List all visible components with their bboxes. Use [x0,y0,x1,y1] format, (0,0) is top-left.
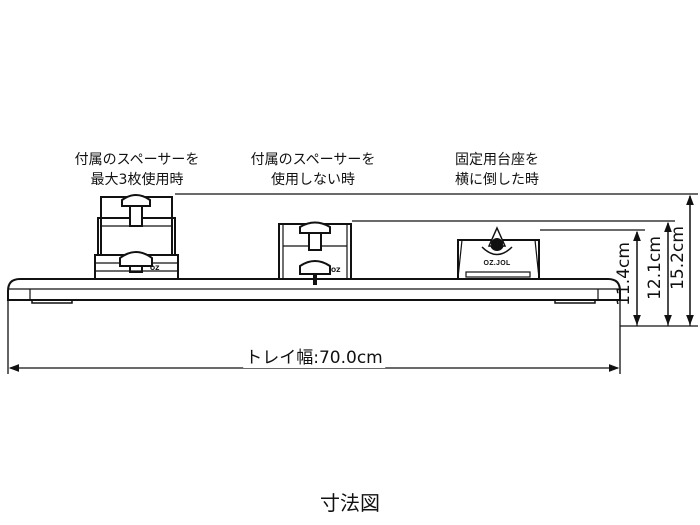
product-marking: OZ.JOL [483,260,511,267]
height-high-label: 15.2cm [668,226,688,290]
height-low-label: 11.4cm [614,242,634,306]
label-line: 付属のスペーサーを [250,152,376,168]
label-line: 使用しない時 [271,172,355,188]
label-line: 横に倒した時 [455,172,539,188]
stand-with-spacers: OZ [94,194,179,280]
label-without-spacers: 付属のスペーサーを 使用しない時 [251,150,376,190]
label-with-spacers: 付属のスペーサーを 最大3枚使用時 [75,150,200,190]
label-line: 最大3枚使用時 [90,172,184,188]
diagram-caption: 寸法図 [320,491,380,515]
label-laid-down: 固定用台座を 横に倒した時 [455,150,539,190]
svg-text:OZ: OZ [150,265,160,272]
label-line: 付属のスペーサーを [74,152,200,168]
height-mid-label: 12.1cm [645,236,665,300]
dimension-lines [7,193,698,374]
stand-laid-down [457,226,540,280]
svg-text:OZ: OZ [331,267,341,274]
label-line: 固定用台座を [455,152,539,168]
tray-width-label: トレイ幅:70.0cm [243,343,385,368]
stand-without-spacers: OZ [278,221,352,285]
